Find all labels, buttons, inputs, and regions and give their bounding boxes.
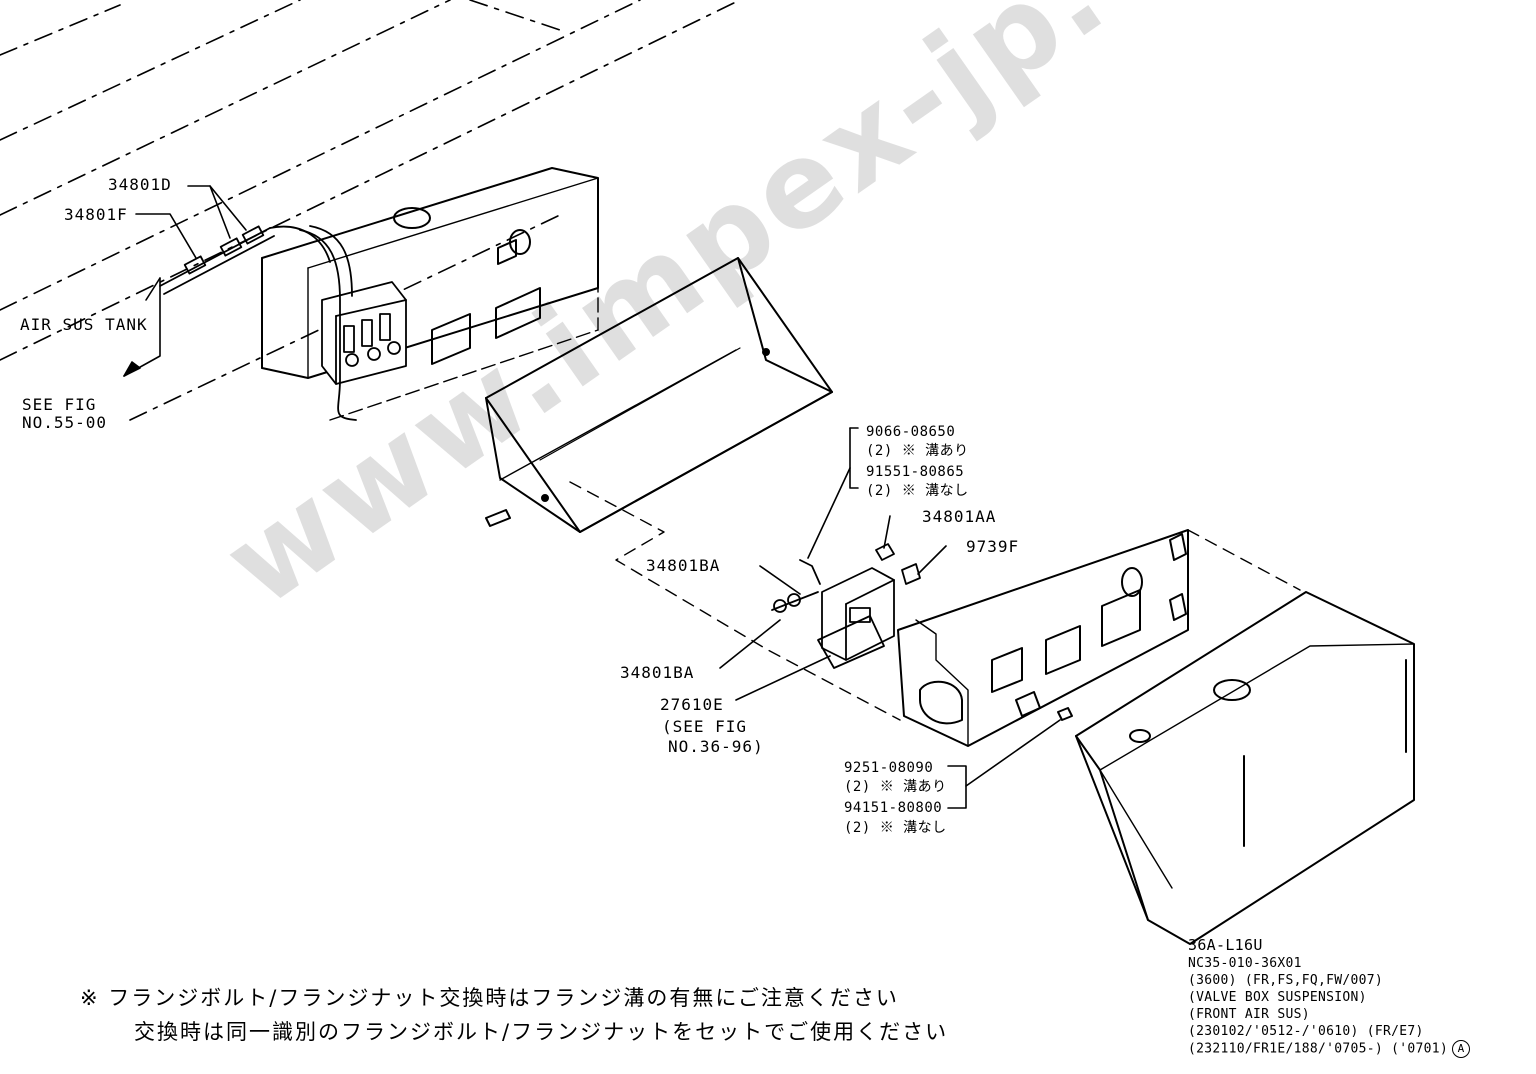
callout-bolt-a-qty: (2) ※ 溝あり [866,443,969,459]
note-line-1: ※ フランジボルト/フランジナット交換時はフランジ溝の有無にご注意ください [80,986,899,1010]
title-figure-no: 36A-L16U [1188,936,1263,954]
callout-nut-a-pn: 9251-08090 [844,760,934,776]
lower-bracket [897,529,1189,747]
title-line-2: NC35-010-36X01 [1188,956,1302,971]
callout-34801BA-top: 34801BA [646,556,721,575]
title-line-7-text: (232110/FR1E/188/'0705-) ('0701) [1188,1041,1449,1057]
revision-mark: A [1452,1040,1471,1058]
callout-bolt-b-pn: 91551-80865 [866,464,965,480]
callout-34801D: 34801D [108,175,172,194]
callout-air-sus-tank: AIR SUS TANK [20,315,148,334]
callout-34801AA: 34801AA [922,507,997,526]
callout-34801BA-bottom: 34801BA [620,663,695,682]
callout-bolt-a-pn: 9066-08650 [866,424,956,440]
title-block: 36A-L16U NC35-010-36X01 (3600) (FR,FS,FQ… [1188,936,1471,1058]
title-line-5: (FRONT AIR SUS) [1188,1007,1310,1022]
callout-see-fig-55-no: NO.55-00 [22,413,108,432]
note-line-2: 交換時は同一識別のフランジボルト/フランジナットをセットでご使用ください [134,1020,949,1044]
leader-lines-upper [123,185,247,377]
callout-see-fig-55: SEE FIG [22,395,97,414]
title-line-3: (3600) (FR,FS,FQ,FW/007) [1188,973,1384,988]
callout-nut-b-pn: 94151-80800 [844,800,943,816]
lower-valve-assembly [771,543,921,669]
callout-nut-b-qty: (2) ※ 溝なし [844,820,947,836]
callout-see-fig-36: (SEE FIG [662,717,748,736]
cover-tray [485,257,833,533]
callout-nut-a-qty: (2) ※ 溝あり [844,779,947,795]
callout-bolt-b-qty: (2) ※ 溝なし [866,483,969,499]
callout-see-fig-36-no: NO.36-96) [668,737,764,756]
upper-valve-assembly [299,225,407,421]
callout-27610E: 27610E [660,695,724,714]
upper-valve-box [261,167,599,421]
air-hose [159,225,331,295]
title-line-7: (232110/FR1E/188/'0705-) ('0701)A [1188,1040,1471,1058]
lower-box [1075,529,1415,945]
callout-9739F: 9739F [966,537,1020,556]
title-line-6: (230102/'0512-/'0610) (FR/E7) [1188,1024,1424,1039]
leader-lines-lower [719,427,1061,809]
title-line-4: (VALVE BOX SUSPENSION) [1188,990,1367,1005]
callout-34801F: 34801F [64,205,128,224]
